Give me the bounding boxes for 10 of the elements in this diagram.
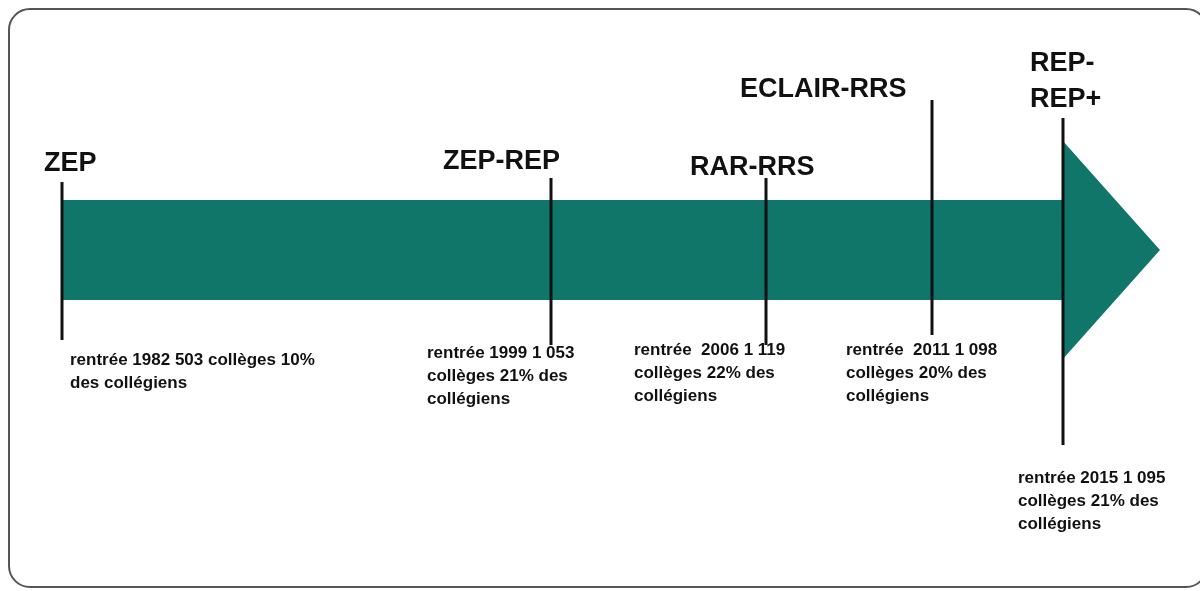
milestone-title: ZEP — [44, 146, 98, 179]
milestone-description: rentrée 1999 1 053 collèges 21% des collégiens — [427, 342, 576, 410]
milestone-description: rentrée 2011 1 098 collèges 20% des collégiens — [846, 339, 999, 407]
milestone-description: rentrée 2015 1 095 collèges 21% des collégiens — [1018, 467, 1167, 535]
milestone-title: ECLAIR-RRS — [740, 72, 908, 105]
milestone-description: rentrée 1982 503 collèges 10% des collégiens — [70, 349, 316, 394]
milestone-title: ZEP-REP — [443, 144, 562, 177]
milestone-title: RAR-RRS — [690, 150, 816, 183]
milestone-description: rentrée 2006 1 119 collèges 22% des collégiens — [634, 339, 787, 407]
milestone-title: REP- REP+ — [1030, 46, 1103, 115]
